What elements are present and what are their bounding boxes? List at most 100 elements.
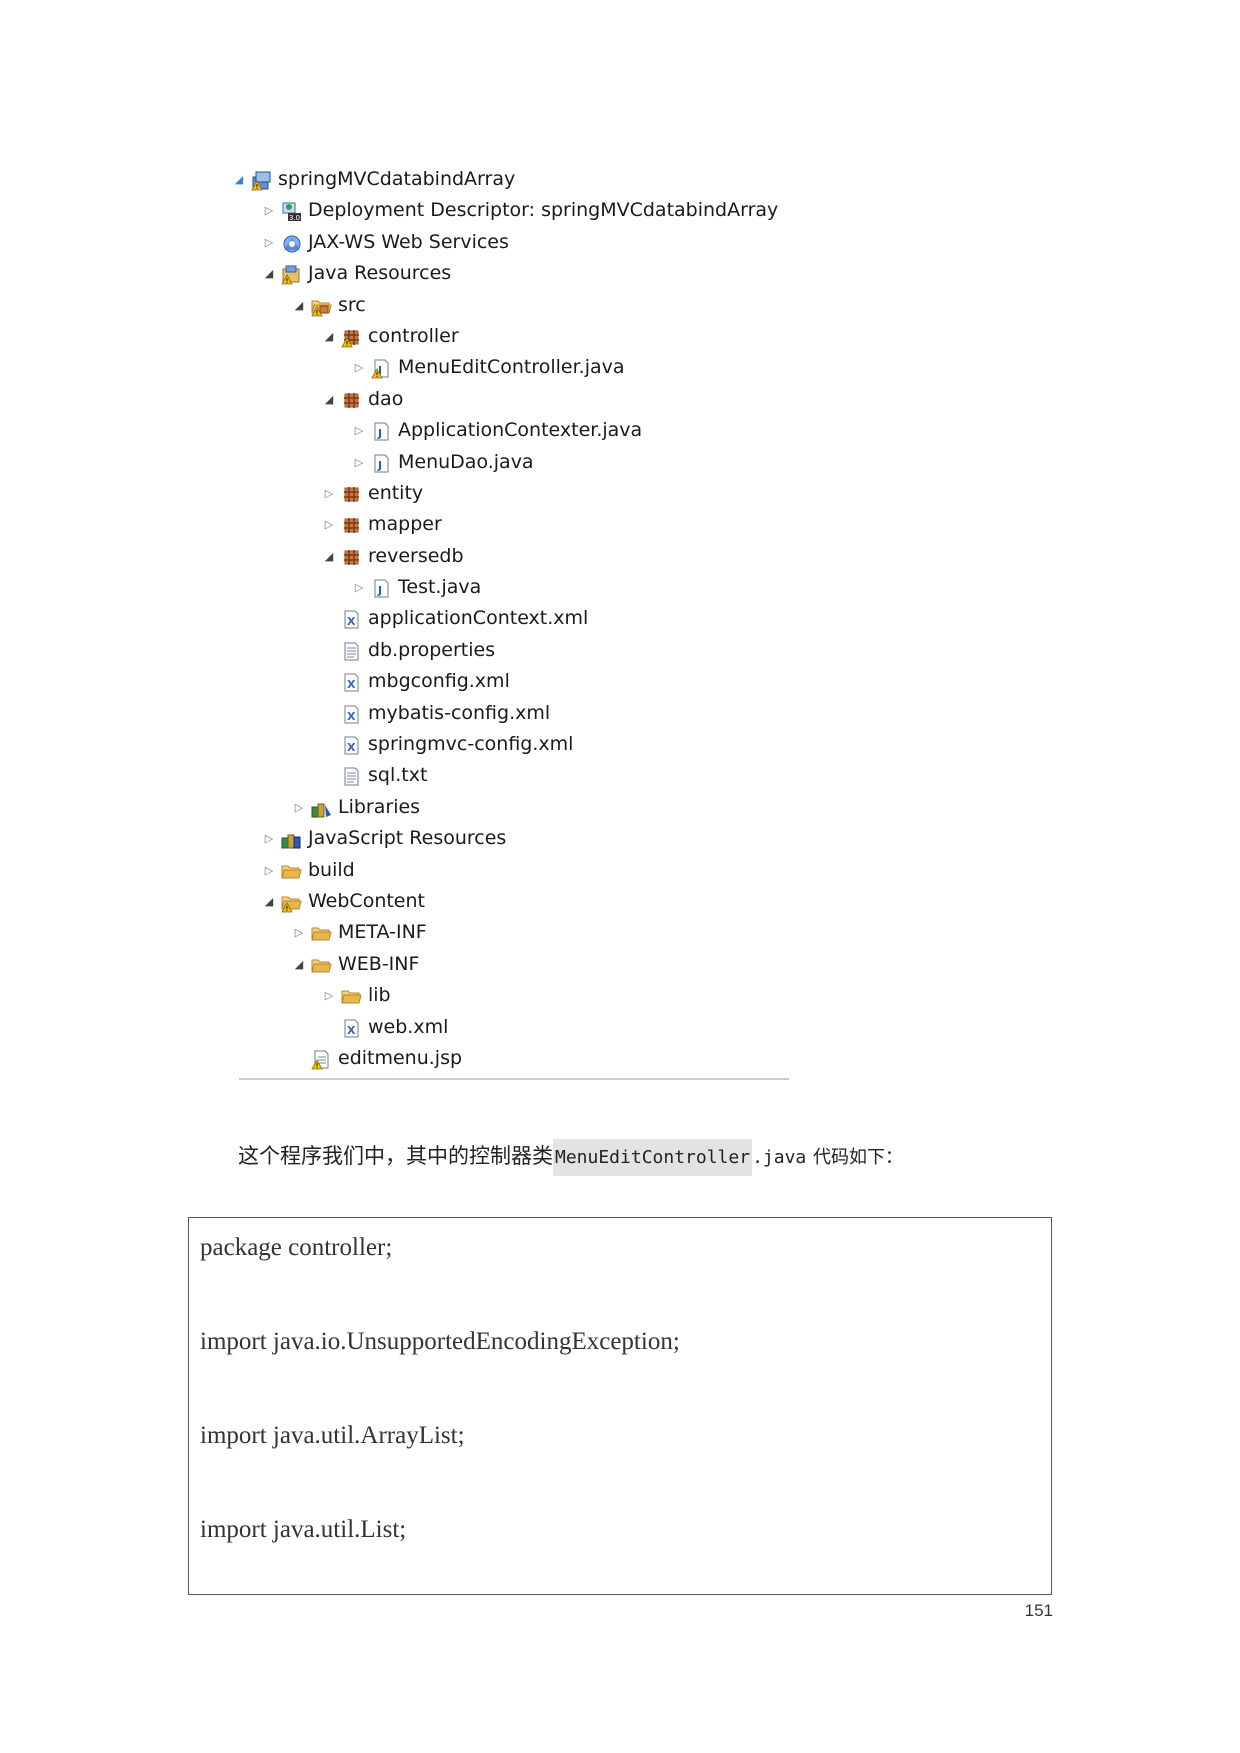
tree-item-label: lib	[368, 984, 391, 1007]
javascript-resources-icon	[280, 828, 302, 850]
tree-item-label: src	[338, 293, 366, 316]
expanded-arrow-icon[interactable]: ◢	[294, 957, 304, 971]
expanded-arrow-icon[interactable]: ◢	[294, 298, 304, 312]
tree-item[interactable]: ▷ Libraries	[232, 792, 792, 823]
collapsed-arrow-icon[interactable]: ▷	[324, 989, 334, 1003]
collapsed-arrow-icon[interactable]: ▷	[354, 581, 364, 595]
code-line: import java.util.ArrayList;	[200, 1422, 465, 1449]
project-icon	[250, 169, 272, 191]
package-warning-icon	[340, 326, 362, 348]
tree-item-label: reversedb	[368, 544, 464, 567]
xml-file-icon: X	[340, 703, 362, 725]
tree-item[interactable]: ▷entity	[232, 478, 792, 509]
tree-item[interactable]: ◢ reversedb	[232, 541, 792, 572]
tree-item[interactable]: ◢ src	[232, 290, 792, 321]
tree-item[interactable]: ▷ META-INF	[232, 917, 792, 948]
jsp-file-warning-icon	[310, 1048, 332, 1070]
tree-item[interactable]: ▷JAX-WS Web Services	[232, 227, 792, 258]
collapsed-arrow-icon[interactable]: ▷	[294, 800, 304, 814]
code-line: package controller;	[200, 1234, 393, 1261]
folder-icon	[340, 985, 362, 1007]
tree-item[interactable]: sql.txt	[232, 760, 792, 791]
xml-file-icon: X	[340, 671, 362, 693]
tree-item[interactable]: ▷build	[232, 855, 792, 886]
tree-item-label: springMVCdatabindArray	[278, 168, 516, 190]
package-icon	[340, 483, 362, 505]
folder-warning-icon	[280, 891, 302, 913]
deployment-descriptor-icon: 3.0	[280, 200, 302, 222]
expanded-arrow-icon[interactable]: ◢	[324, 329, 334, 343]
tree-item-label: mbgconfig.xml	[368, 670, 510, 693]
tree-item[interactable]: db.properties	[232, 635, 792, 666]
tree-item[interactable]: ▷mapper	[232, 509, 792, 540]
tree-item-label: mybatis-config.xml	[368, 701, 551, 724]
collapsed-arrow-icon[interactable]: ▷	[294, 926, 304, 940]
tree-item-label: sql.txt	[368, 764, 428, 787]
folder-icon	[310, 954, 332, 976]
tree-item[interactable]: ◢ dao	[232, 384, 792, 415]
folder-icon	[280, 860, 302, 882]
svg-text:J: J	[377, 364, 382, 377]
collapsed-arrow-icon[interactable]: ▷	[264, 235, 274, 249]
collapsed-arrow-icon[interactable]: ▷	[264, 832, 274, 846]
collapsed-arrow-icon[interactable]: ▷	[354, 424, 364, 438]
tree-item-label: springmvc-config.xml	[368, 733, 574, 756]
code-line: import java.util.List;	[200, 1516, 407, 1543]
expanded-arrow-icon[interactable]: ◢	[324, 549, 334, 563]
expanded-arrow-icon[interactable]: ◢	[264, 894, 274, 908]
page-number: 151	[1024, 1601, 1053, 1620]
tree-item[interactable]: ◢WEB-INF	[232, 949, 792, 980]
tree-item-label: controller	[368, 324, 459, 347]
collapsed-arrow-icon[interactable]: ▷	[324, 486, 334, 500]
collapsed-arrow-icon[interactable]: ▷	[354, 361, 364, 375]
svg-text:J: J	[377, 427, 382, 440]
tree-item-label: JavaScript Resources	[308, 827, 507, 850]
tree-item-label: db.properties	[368, 638, 496, 661]
package-icon	[340, 389, 362, 411]
expanded-arrow-icon[interactable]: ◢	[264, 267, 274, 281]
tree-item[interactable]: ◢Java Resources	[232, 258, 792, 289]
collapsed-arrow-icon[interactable]: ▷	[264, 204, 274, 218]
libraries-icon	[310, 797, 332, 819]
expanded-arrow-icon[interactable]: ◢	[324, 392, 334, 406]
tree-item-label: MenuEditController.java	[398, 356, 625, 379]
class-file-extension: .java	[752, 1147, 807, 1168]
tree-item[interactable]: ▷ JavaScript Resources	[232, 823, 792, 854]
svg-text:3.0: 3.0	[289, 214, 300, 222]
expanded-arrow-icon[interactable]: ◢	[234, 173, 244, 186]
tree-item[interactable]: ◢ controller	[232, 321, 792, 352]
package-icon	[340, 546, 362, 568]
tree-item[interactable]: ▷ J MenuEditController.java	[232, 352, 792, 383]
collapsed-arrow-icon[interactable]: ▷	[324, 518, 334, 532]
source-folder-icon	[310, 295, 332, 317]
tree-item[interactable]: ◢ springMVCdatabindArray	[232, 164, 792, 195]
tree-item-label: dao	[368, 387, 404, 410]
tree-item[interactable]: ◢ WebContent	[232, 886, 792, 917]
java-file-icon: J	[370, 420, 392, 442]
tree-item-label: Libraries	[338, 795, 421, 818]
text-file-icon	[340, 765, 362, 787]
tree-item[interactable]: editmenu.jsp	[232, 1043, 792, 1074]
tree-item-label: applicationContext.xml	[368, 607, 589, 630]
collapsed-arrow-icon[interactable]: ▷	[354, 455, 364, 469]
web-services-icon	[280, 232, 302, 254]
collapsed-arrow-icon[interactable]: ▷	[264, 863, 274, 877]
xml-file-icon: X	[340, 608, 362, 630]
tree-item-label: web.xml	[368, 1015, 449, 1038]
xml-file-icon: X	[340, 734, 362, 756]
tree-item-label: Test.java	[398, 576, 482, 599]
tree-item-label: META-INF	[338, 921, 427, 944]
tree-item[interactable]: ▷ lib	[232, 980, 792, 1011]
tree-item-label: WebContent	[308, 889, 425, 912]
